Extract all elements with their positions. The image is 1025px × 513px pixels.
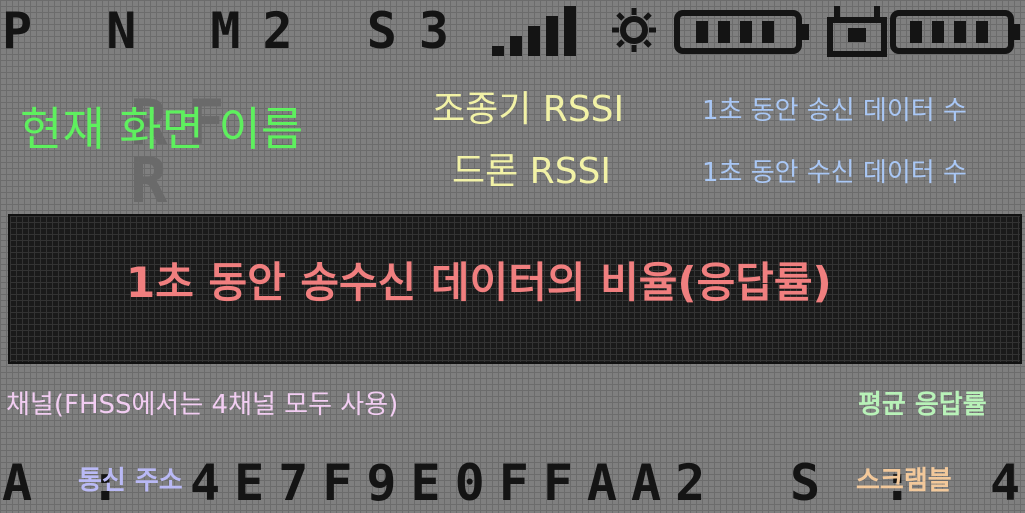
screen-name-label: 현재 화면 이름 xyxy=(20,102,304,156)
tx-count-label: 1초 동안 송신 데이터 수 xyxy=(702,96,967,126)
comm-address-label: 통신 주소 xyxy=(78,466,183,496)
controller-rssi-label: 조종기 RSSI xyxy=(432,89,625,130)
drone-icon xyxy=(827,6,887,57)
channel-label: 채널(FHSS에서는 4채널 모두 사용) xyxy=(6,390,399,420)
lcd-ghost-row-2: R xyxy=(130,144,188,217)
lcd-ghost-row-1: RF xyxy=(130,86,245,159)
drone-rssi-label: 드론 RSSI xyxy=(452,151,612,192)
address-prefix: A : xyxy=(2,454,135,512)
scramble-value: 4 xyxy=(990,454,1025,512)
average-response-label: 평균 응답률 xyxy=(858,390,987,420)
address-value: 4E7F9E0FFAA2 xyxy=(190,454,720,512)
controller-battery-icon xyxy=(674,10,809,54)
drone-battery-icon xyxy=(890,10,1020,54)
ratio-display-panel xyxy=(8,214,1022,364)
gear-icon xyxy=(612,8,656,52)
mode-status-text: P N M2 S3 xyxy=(2,2,471,60)
scramble-prefix: S : xyxy=(790,454,929,512)
response-ratio-label: 1초 동안 송수신 데이터의 비율(응답률) xyxy=(126,258,832,307)
rx-count-label: 1초 동안 수신 데이터 수 xyxy=(702,158,967,188)
scramble-label: 스크램블 xyxy=(856,466,952,496)
signal-strength-icon xyxy=(492,6,576,56)
